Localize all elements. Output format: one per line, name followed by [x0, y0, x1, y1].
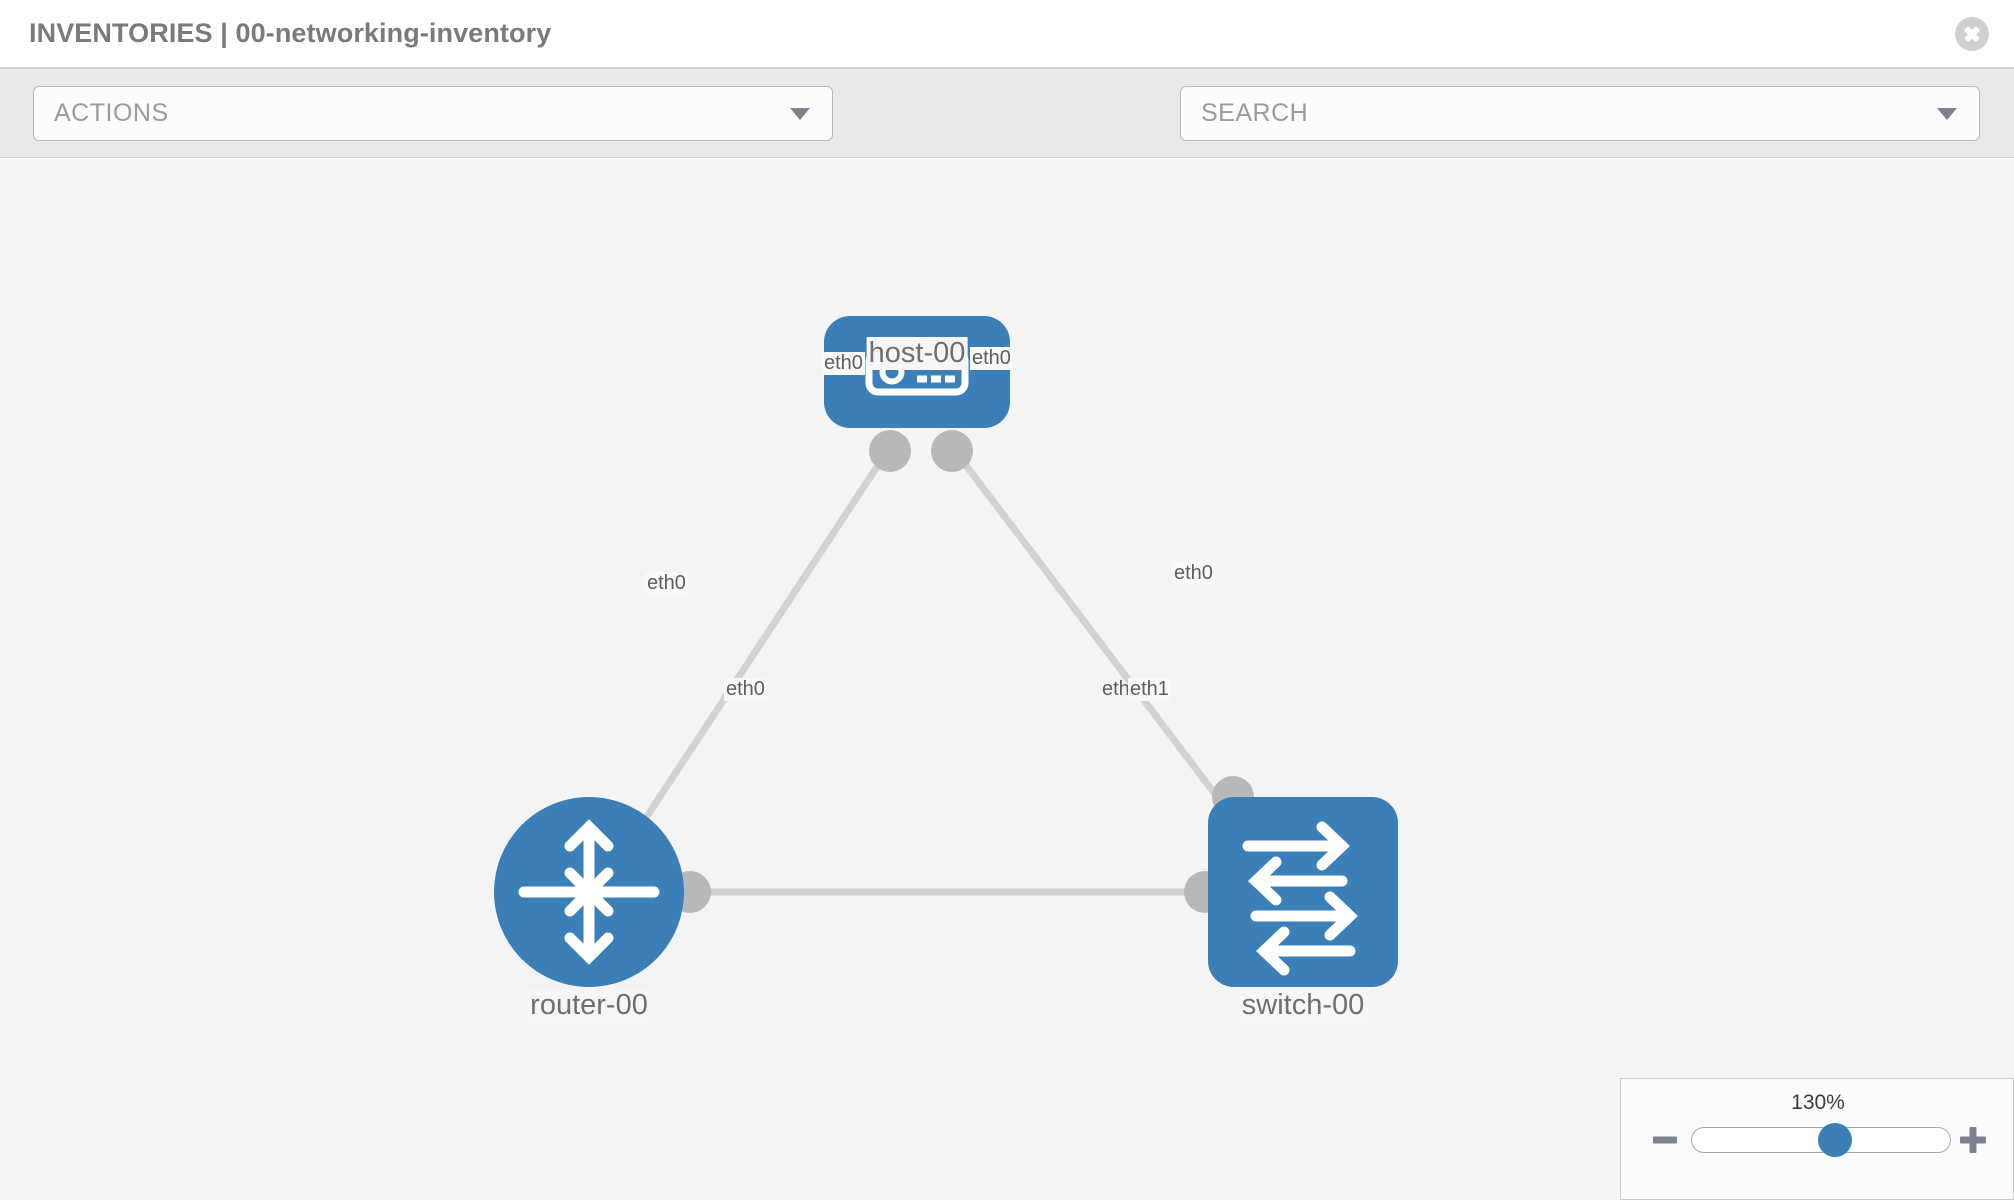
router-arrows-icon — [518, 819, 660, 965]
node-router-00[interactable] — [494, 797, 684, 987]
chevron-down-icon — [1937, 107, 1957, 120]
interface-label: eth1 — [1128, 678, 1171, 701]
node-switch-00[interactable] — [1208, 797, 1398, 987]
edge-host-switch[interactable] — [949, 444, 1243, 830]
interface-label: eth0 — [724, 678, 767, 701]
zoom-level-value: 130% — [1791, 1091, 1845, 1114]
actions-dropdown-label: ACTIONS — [54, 99, 169, 127]
zoom-out-button[interactable] — [1649, 1124, 1681, 1156]
search-input[interactable]: SEARCH — [1201, 99, 1309, 127]
page-header: INVENTORIES | 00-networking-inventory — [0, 0, 2014, 69]
zoom-control: 130% — [1620, 1078, 2014, 1200]
interface-label: eth0 — [822, 352, 865, 375]
interface-label: eth0 — [1172, 562, 1215, 585]
topology-edges — [637, 444, 1243, 896]
search-dropdown[interactable]: SEARCH — [1180, 86, 1980, 141]
node-label-host-00: host-00 — [866, 337, 968, 370]
topology-connectors — [669, 430, 1254, 913]
topology-graph — [494, 316, 1398, 987]
topology-canvas[interactable]: host-00 router-00 switch-00 eth0 eth0 et… — [0, 159, 2014, 1200]
edge-host-router[interactable] — [637, 445, 893, 829]
page-title: INVENTORIES | 00-networking-inventory — [29, 18, 552, 48]
toolbar: ACTIONS SEARCH — [0, 69, 2014, 198]
connector-host-left[interactable] — [869, 430, 911, 472]
zoom-in-button[interactable] — [1957, 1124, 1989, 1156]
interface-label: eth0 — [645, 572, 688, 595]
zoom-slider-thumb[interactable] — [1818, 1123, 1852, 1157]
interface-label: eth0 — [970, 347, 1013, 370]
connector-host-right[interactable] — [931, 430, 973, 472]
chevron-down-icon — [790, 107, 810, 120]
zoom-slider[interactable] — [1691, 1123, 1951, 1157]
node-label-router-00: router-00 — [528, 989, 650, 1022]
node-label-switch-00: switch-00 — [1239, 989, 1367, 1022]
close-icon[interactable] — [1955, 17, 1989, 51]
actions-dropdown[interactable]: ACTIONS — [33, 86, 833, 141]
switch-arrows-icon — [1242, 821, 1358, 976]
